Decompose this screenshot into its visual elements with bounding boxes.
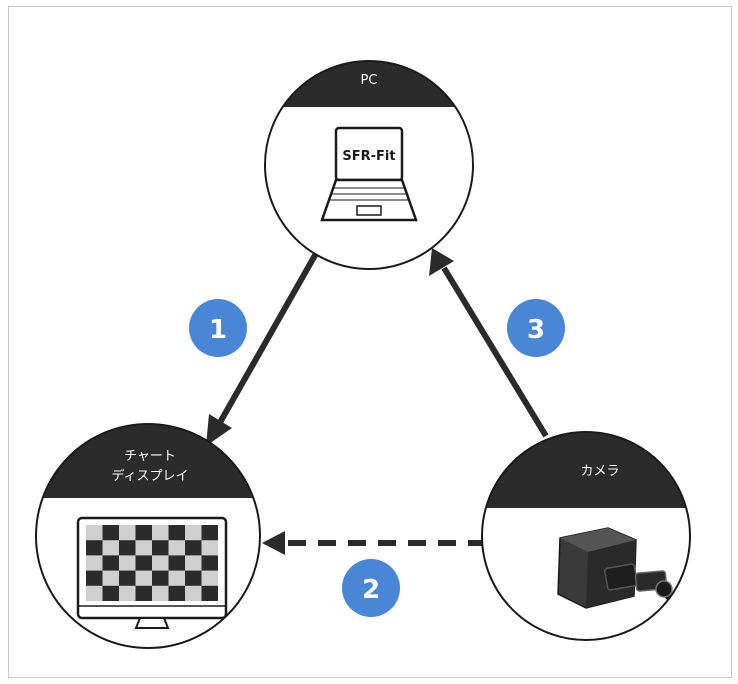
checkerboard-cell (152, 555, 169, 571)
node-pc-title: PC (361, 73, 378, 88)
node-pc: PC SFR-Fit (264, 60, 474, 270)
step-label-2: 2 (362, 575, 380, 605)
checkerboard-cell (135, 540, 152, 556)
checkerboard-cell (119, 585, 136, 601)
step-badge-1: 1 (189, 299, 247, 357)
step-badge-2: 2 (342, 559, 400, 617)
node-camera: カメラ (481, 431, 691, 641)
arrowhead-icon (429, 248, 454, 276)
checkerboard-cell (168, 540, 185, 556)
checkerboard-cell (185, 525, 202, 541)
camera-module-icon (557, 527, 690, 622)
node-display-title-line1: チャート (124, 449, 176, 464)
checkerboard-cell (168, 570, 185, 586)
checkerboard-pattern (86, 525, 218, 601)
checkerboard-cell (185, 585, 202, 601)
checkerboard-cell (152, 585, 169, 601)
arrowhead-icon (262, 531, 285, 555)
checkerboard-cell (119, 555, 136, 571)
checkerboard-cell (86, 585, 103, 601)
laptop-icon: SFR-Fit (320, 126, 418, 222)
checkerboard-cell (201, 540, 218, 556)
checkerboard-cell (119, 525, 136, 541)
checkerboard-cell (135, 570, 152, 586)
monitor-checkerboard-icon (76, 516, 228, 629)
checkerboard-cell (152, 525, 169, 541)
checkerboard-cell (86, 555, 103, 571)
checkerboard-cell (185, 555, 202, 571)
arrow-3-camera-to-pc (429, 248, 549, 438)
step-label-1: 1 (209, 315, 227, 345)
node-display-title-line2: ディスプレイ (111, 468, 188, 484)
checkerboard-cell (102, 570, 119, 586)
checkerboard-cell (102, 540, 119, 556)
laptop-screen-text: SFR-Fit (342, 149, 395, 164)
node-camera-title: カメラ (580, 464, 619, 479)
checkerboard-cell (201, 570, 218, 586)
arrow-2-camera-to-display (262, 531, 486, 555)
arrow-1-pc-to-display (206, 248, 321, 446)
step-label-3: 3 (527, 315, 545, 345)
checkerboard-cell (86, 525, 103, 541)
arrowhead-icon (206, 414, 232, 446)
step-badge-3: 3 (507, 299, 565, 357)
node-display: チャート ディスプレイ (35, 423, 261, 649)
